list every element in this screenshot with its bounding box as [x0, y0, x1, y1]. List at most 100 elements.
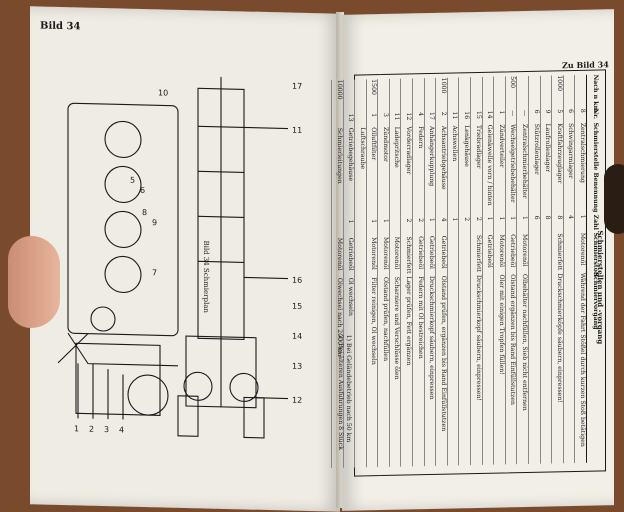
cell-count: 8 [555, 215, 563, 220]
callout-3: 3 [104, 425, 109, 434]
cell-name: Federn [416, 126, 424, 149]
cell-km [494, 76, 505, 110]
right-page: Zu Bild 34 Nach n km Nr. Schmierstelle B… [330, 9, 614, 511]
cell-count: 1 [428, 217, 436, 222]
open-book: Bild 34 [8, 4, 624, 512]
cell-proc: Druckschmierkopf säubern, einpressen [428, 275, 436, 400]
cell-nr: 9 [544, 109, 552, 114]
cell-nr: — [521, 109, 529, 117]
cell-proc: Ölstand ergänzen bis Rand Einfüllstutzen [509, 274, 517, 406]
cell-name: Luftschraube [358, 127, 366, 170]
cell-nr: 4 [416, 112, 424, 117]
cell-lube: Motorenöl [521, 233, 529, 267]
cell-name: Getriebegehäuse [347, 127, 355, 182]
header-name: Schmierstelle Benennung [592, 122, 599, 213]
callout-15: 15 [292, 302, 302, 311]
cell-km [471, 77, 482, 111]
callout-12: 12 [292, 396, 302, 405]
holding-thumb [8, 236, 60, 328]
header-nr: Nr. [592, 108, 599, 120]
header-km: Nach n km [592, 74, 599, 113]
cell-lube: Getriebeöl [486, 234, 494, 268]
cell-lube: Motorenöl [497, 234, 505, 268]
cell-nr [355, 113, 366, 127]
callout-14: 14 [292, 332, 302, 341]
cell-count: 1 [509, 216, 517, 221]
cell-proc: Ölstand prüfen, ergänzen bis Rand Einfül… [439, 275, 447, 432]
cell-count [332, 220, 343, 238]
cell-count: 1 [521, 215, 529, 221]
cell-proc: Ölstand prüfen, nachfüllen [381, 276, 389, 362]
cell-name: Laufrollenlager [544, 123, 552, 173]
cell-nr: 1 [497, 110, 505, 115]
cell-count: 1 [381, 218, 389, 223]
cell-km [390, 79, 401, 113]
cell-nr: 13 [347, 113, 355, 122]
cell-lube: Getriebeöl [347, 237, 355, 271]
cell-name: Zündverteiler [497, 124, 505, 168]
callout-4: 4 [119, 425, 124, 434]
cell-lube: Motorenöl [579, 232, 586, 266]
cell-count: 4 [439, 217, 447, 222]
cell-nr: 14 [486, 110, 494, 119]
cell-count: 1 [451, 217, 459, 222]
cell-lube: Schmierfett [405, 236, 413, 274]
cell-proc [355, 277, 366, 467]
cell-count: 1 [579, 214, 586, 219]
cell-km [529, 76, 540, 110]
cell-nr: 11 [393, 112, 401, 121]
cell-name: Achsantriebgehäuse [439, 125, 447, 190]
callout-17: 17 [292, 82, 302, 91]
cell-nr: 17 [428, 111, 436, 120]
cell-name: Zentralschmierung [579, 122, 586, 183]
cell-count: 1 [347, 219, 355, 224]
callout-10: 10 [158, 88, 168, 97]
cell-proc: Ölbehälter nachfüllen, Sieb nicht entfer… [521, 273, 529, 411]
cell-count: 1 [497, 216, 505, 221]
cell-lube [541, 233, 552, 273]
cell-lube [459, 235, 470, 275]
cell-name: Schmierleitungen [335, 127, 343, 184]
cell-lube: Motorenöl [335, 237, 343, 271]
cell-km [413, 78, 424, 112]
cell-km: 10000 [335, 79, 343, 100]
cell-lube [448, 235, 459, 275]
cell-name: Achswellen [451, 125, 459, 162]
callout-11: 11 [292, 126, 302, 135]
table-row: Luftschraube [354, 79, 366, 468]
table-title: Schmierstellen und -vorgang [596, 230, 605, 345]
cell-nr: 2 [439, 111, 447, 116]
cell-proc [564, 273, 575, 463]
left-page: Bild 34 [30, 6, 340, 512]
page-heading-left: Bild 34 [40, 20, 81, 33]
callout-1: 1 [74, 424, 79, 433]
cell-km [541, 75, 552, 109]
cell-proc: Scharniere und Verschlüsse ölen [393, 276, 401, 380]
cell-lube: Getriebeöl [439, 235, 447, 269]
figure-caption: Bild 34 Schmierplan [202, 240, 210, 314]
cell-lube [564, 233, 575, 273]
cell-proc [483, 275, 494, 465]
cell-count: 2 [416, 218, 424, 223]
cell-proc: Öler mit einigen Tropfen füllen! [497, 274, 505, 375]
cell-km [344, 80, 355, 114]
cell-count: 2 [463, 217, 471, 222]
cell-km [517, 76, 528, 110]
cell-count: 6 [532, 215, 540, 220]
cell-count: 1 [370, 219, 378, 224]
cell-nr: 3 [381, 112, 389, 117]
cell-nr: 6 [567, 108, 575, 114]
footnote-2: 2) Bei älteren Ausführungen 8 Stück [337, 334, 344, 451]
cell-nr: 1 [370, 113, 378, 118]
cell-km [459, 77, 470, 111]
cell-name: Ladepritsche [393, 126, 401, 168]
cell-proc: Druckschmierkopf säubern, einpressen! [474, 274, 482, 402]
cell-count: 1 [486, 216, 494, 221]
cell-name: Ölluftfilter [370, 127, 378, 161]
